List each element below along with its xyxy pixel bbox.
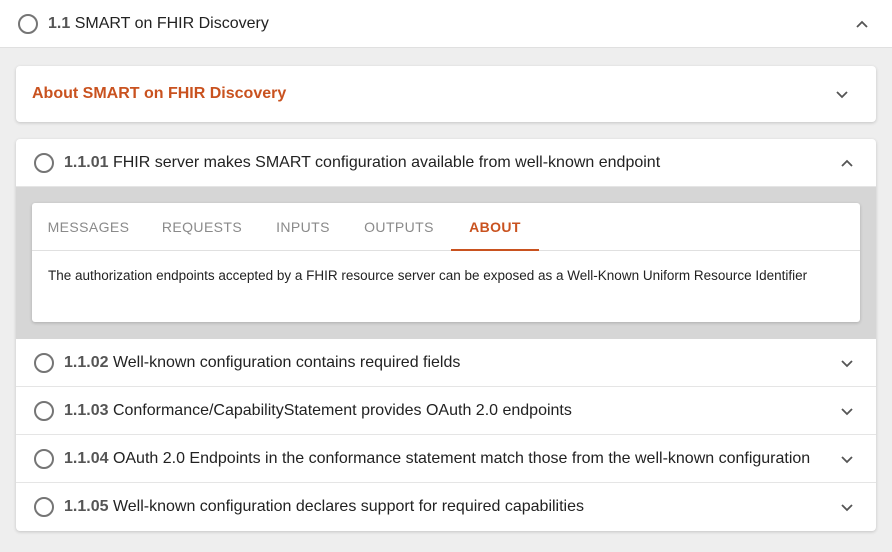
test-list: 1.1.01 FHIR server makes SMART configura… — [16, 139, 876, 531]
test-title-text: Conformance/CapabilityStatement provides… — [112, 401, 572, 419]
chevron-down-icon[interactable] — [837, 497, 857, 517]
test-title: 1.1.05 Well-known configuration declares… — [64, 498, 584, 516]
tab-requests[interactable]: REQUESTS — [161, 218, 243, 235]
test-status-radio-icon — [34, 497, 54, 517]
detail-tabs: MESSAGES REQUESTS INPUTS OUTPUTS ABOUT — [32, 203, 860, 251]
test-title: 1.1.04 OAuth 2.0 Endpoints in the confor… — [64, 450, 810, 468]
test-number: 1.1.04 — [64, 449, 109, 467]
tab-about[interactable]: ABOUT — [451, 203, 539, 251]
test-detail-panel: MESSAGES REQUESTS INPUTS OUTPUTS ABOUT T… — [16, 187, 876, 339]
test-status-radio-icon — [34, 352, 54, 373]
group-title: 1.1 SMART on FHIR Discovery — [48, 15, 269, 33]
test-number: 1.1.01 — [64, 153, 109, 171]
test-title-text: OAuth 2.0 Endpoints in the conformance s… — [112, 449, 811, 467]
chevron-up-icon[interactable] — [852, 14, 872, 34]
group-title-text: SMART on FHIR Discovery — [74, 14, 269, 32]
test-status-radio-icon — [34, 152, 54, 173]
test-row-1-1-04[interactable]: 1.1.04 OAuth 2.0 Endpoints in the confor… — [16, 435, 876, 483]
tab-inputs[interactable]: INPUTS — [276, 218, 330, 235]
tab-messages[interactable]: MESSAGES — [47, 218, 130, 235]
test-row-1-1-01[interactable]: 1.1.01 FHIR server makes SMART configura… — [16, 139, 876, 187]
group-number: 1.1 — [48, 14, 71, 32]
test-number: 1.1.05 — [64, 498, 109, 515]
about-section-card[interactable]: About SMART on FHIR Discovery — [16, 66, 876, 122]
test-status-radio-icon — [34, 448, 54, 469]
test-title-text: Well-known configuration declares suppor… — [112, 498, 584, 515]
test-title-text: FHIR server makes SMART configuration av… — [112, 153, 661, 171]
group-header[interactable]: 1.1 SMART on FHIR Discovery — [0, 0, 892, 48]
test-number: 1.1.03 — [64, 401, 109, 419]
chevron-down-icon[interactable] — [837, 449, 857, 469]
chevron-down-icon[interactable] — [837, 353, 857, 373]
test-title: 1.1.01 FHIR server makes SMART configura… — [64, 154, 660, 172]
test-row-1-1-02[interactable]: 1.1.02 Well-known configuration contains… — [16, 339, 876, 387]
test-detail-card: MESSAGES REQUESTS INPUTS OUTPUTS ABOUT T… — [32, 203, 860, 322]
chevron-down-icon[interactable] — [837, 401, 857, 421]
group-status-radio-icon — [18, 13, 38, 34]
test-status-radio-icon — [34, 400, 54, 421]
test-title: 1.1.02 Well-known configuration contains… — [64, 354, 460, 372]
tab-outputs[interactable]: OUTPUTS — [364, 218, 434, 235]
chevron-up-icon[interactable] — [837, 153, 857, 173]
test-title: 1.1.03 Conformance/CapabilityStatement p… — [64, 402, 572, 420]
about-section-title: About SMART on FHIR Discovery — [32, 85, 287, 102]
test-row-1-1-05[interactable]: 1.1.05 Well-known configuration declares… — [16, 483, 876, 531]
test-number: 1.1.02 — [64, 353, 109, 371]
test-title-text: Well-known configuration contains requir… — [112, 353, 461, 371]
test-row-1-1-03[interactable]: 1.1.03 Conformance/CapabilityStatement p… — [16, 387, 876, 435]
about-description: The authorization endpoints accepted by … — [48, 268, 808, 283]
chevron-down-icon[interactable] — [832, 84, 852, 104]
